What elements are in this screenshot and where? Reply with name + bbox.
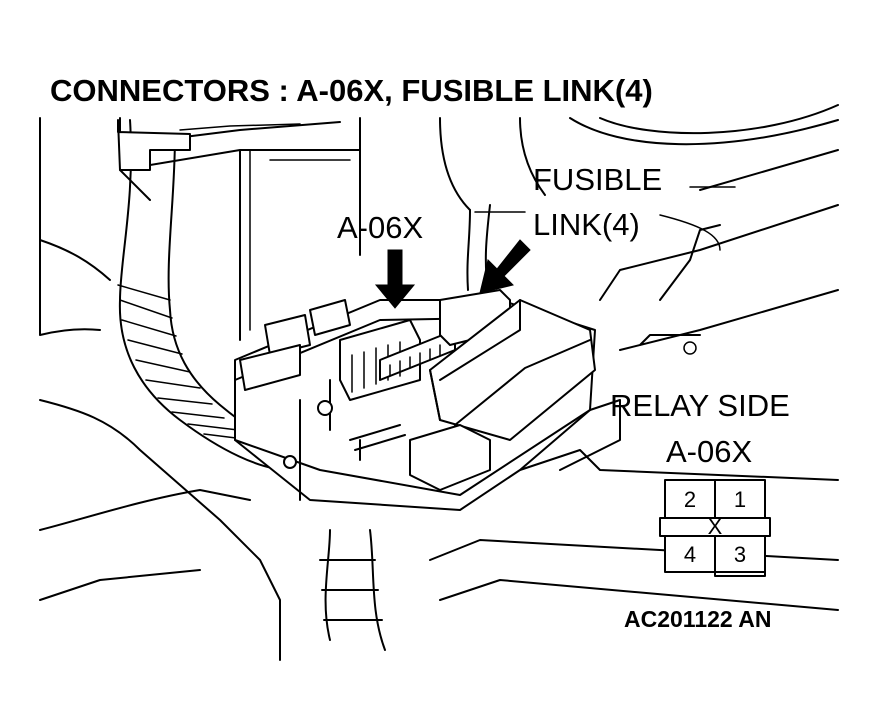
rear-housing-detail [179, 123, 351, 331]
fusible-link-arrow-icon [479, 239, 531, 294]
harness-tube-ribs [117, 284, 253, 441]
pin-cell-bottom-left [664, 535, 716, 573]
pin-label: 1 [734, 487, 746, 512]
relay-box-rim [234, 317, 591, 501]
rear-housing [119, 117, 361, 341]
relay-side-connector-id: A-06X [666, 434, 752, 469]
box-front-lip [349, 424, 406, 461]
connector-pinout: 2 1 X 4 3 [659, 479, 771, 577]
box-bolt-icon [317, 400, 333, 416]
fuse-strip-slots [389, 344, 441, 377]
engine-bay-illustration [39, 104, 839, 661]
fusible-callout-line1: FUSIBLE [533, 162, 662, 197]
bracket-hole-icon [683, 341, 697, 355]
pin-cell-top-right [714, 479, 766, 519]
right-side-bracket [599, 149, 839, 351]
fusible-callout-leader [474, 186, 736, 251]
right-lower-body [429, 399, 839, 611]
left-lower-body [39, 399, 281, 661]
connector-key-notch [714, 571, 766, 577]
relay-cover-edge [429, 299, 591, 426]
a06x-arrow-icon [374, 249, 416, 309]
diagram-title: CONNECTORS : A-06X, FUSIBLE LINK(4) [50, 73, 653, 108]
relay-side-heading: RELAY SIDE [610, 388, 790, 423]
small-relay-mid [309, 299, 351, 336]
front-relay [409, 424, 491, 491]
left-panel-outline [39, 117, 111, 336]
figure-code: AC201122 AN [624, 606, 771, 632]
front-bolt-icon [283, 455, 297, 469]
box-mount-tab [239, 344, 301, 391]
a06x-callout-label: A-06X [337, 210, 423, 245]
pin-center-mark: X [708, 514, 723, 539]
pin-label: 2 [684, 487, 696, 512]
pin-cell-bottom-right [714, 535, 766, 573]
pin-cell-top-left [664, 479, 716, 519]
fusible-callout-line2: LINK(4) [533, 207, 640, 242]
pin-label: 3 [734, 542, 746, 567]
a06x-connector-ribs [351, 341, 401, 393]
upper-right-body [439, 104, 839, 211]
harness-tube-outer [118, 119, 291, 471]
lower-harness [319, 529, 386, 651]
harness-clip [117, 119, 191, 171]
pin-label: 4 [684, 542, 696, 567]
